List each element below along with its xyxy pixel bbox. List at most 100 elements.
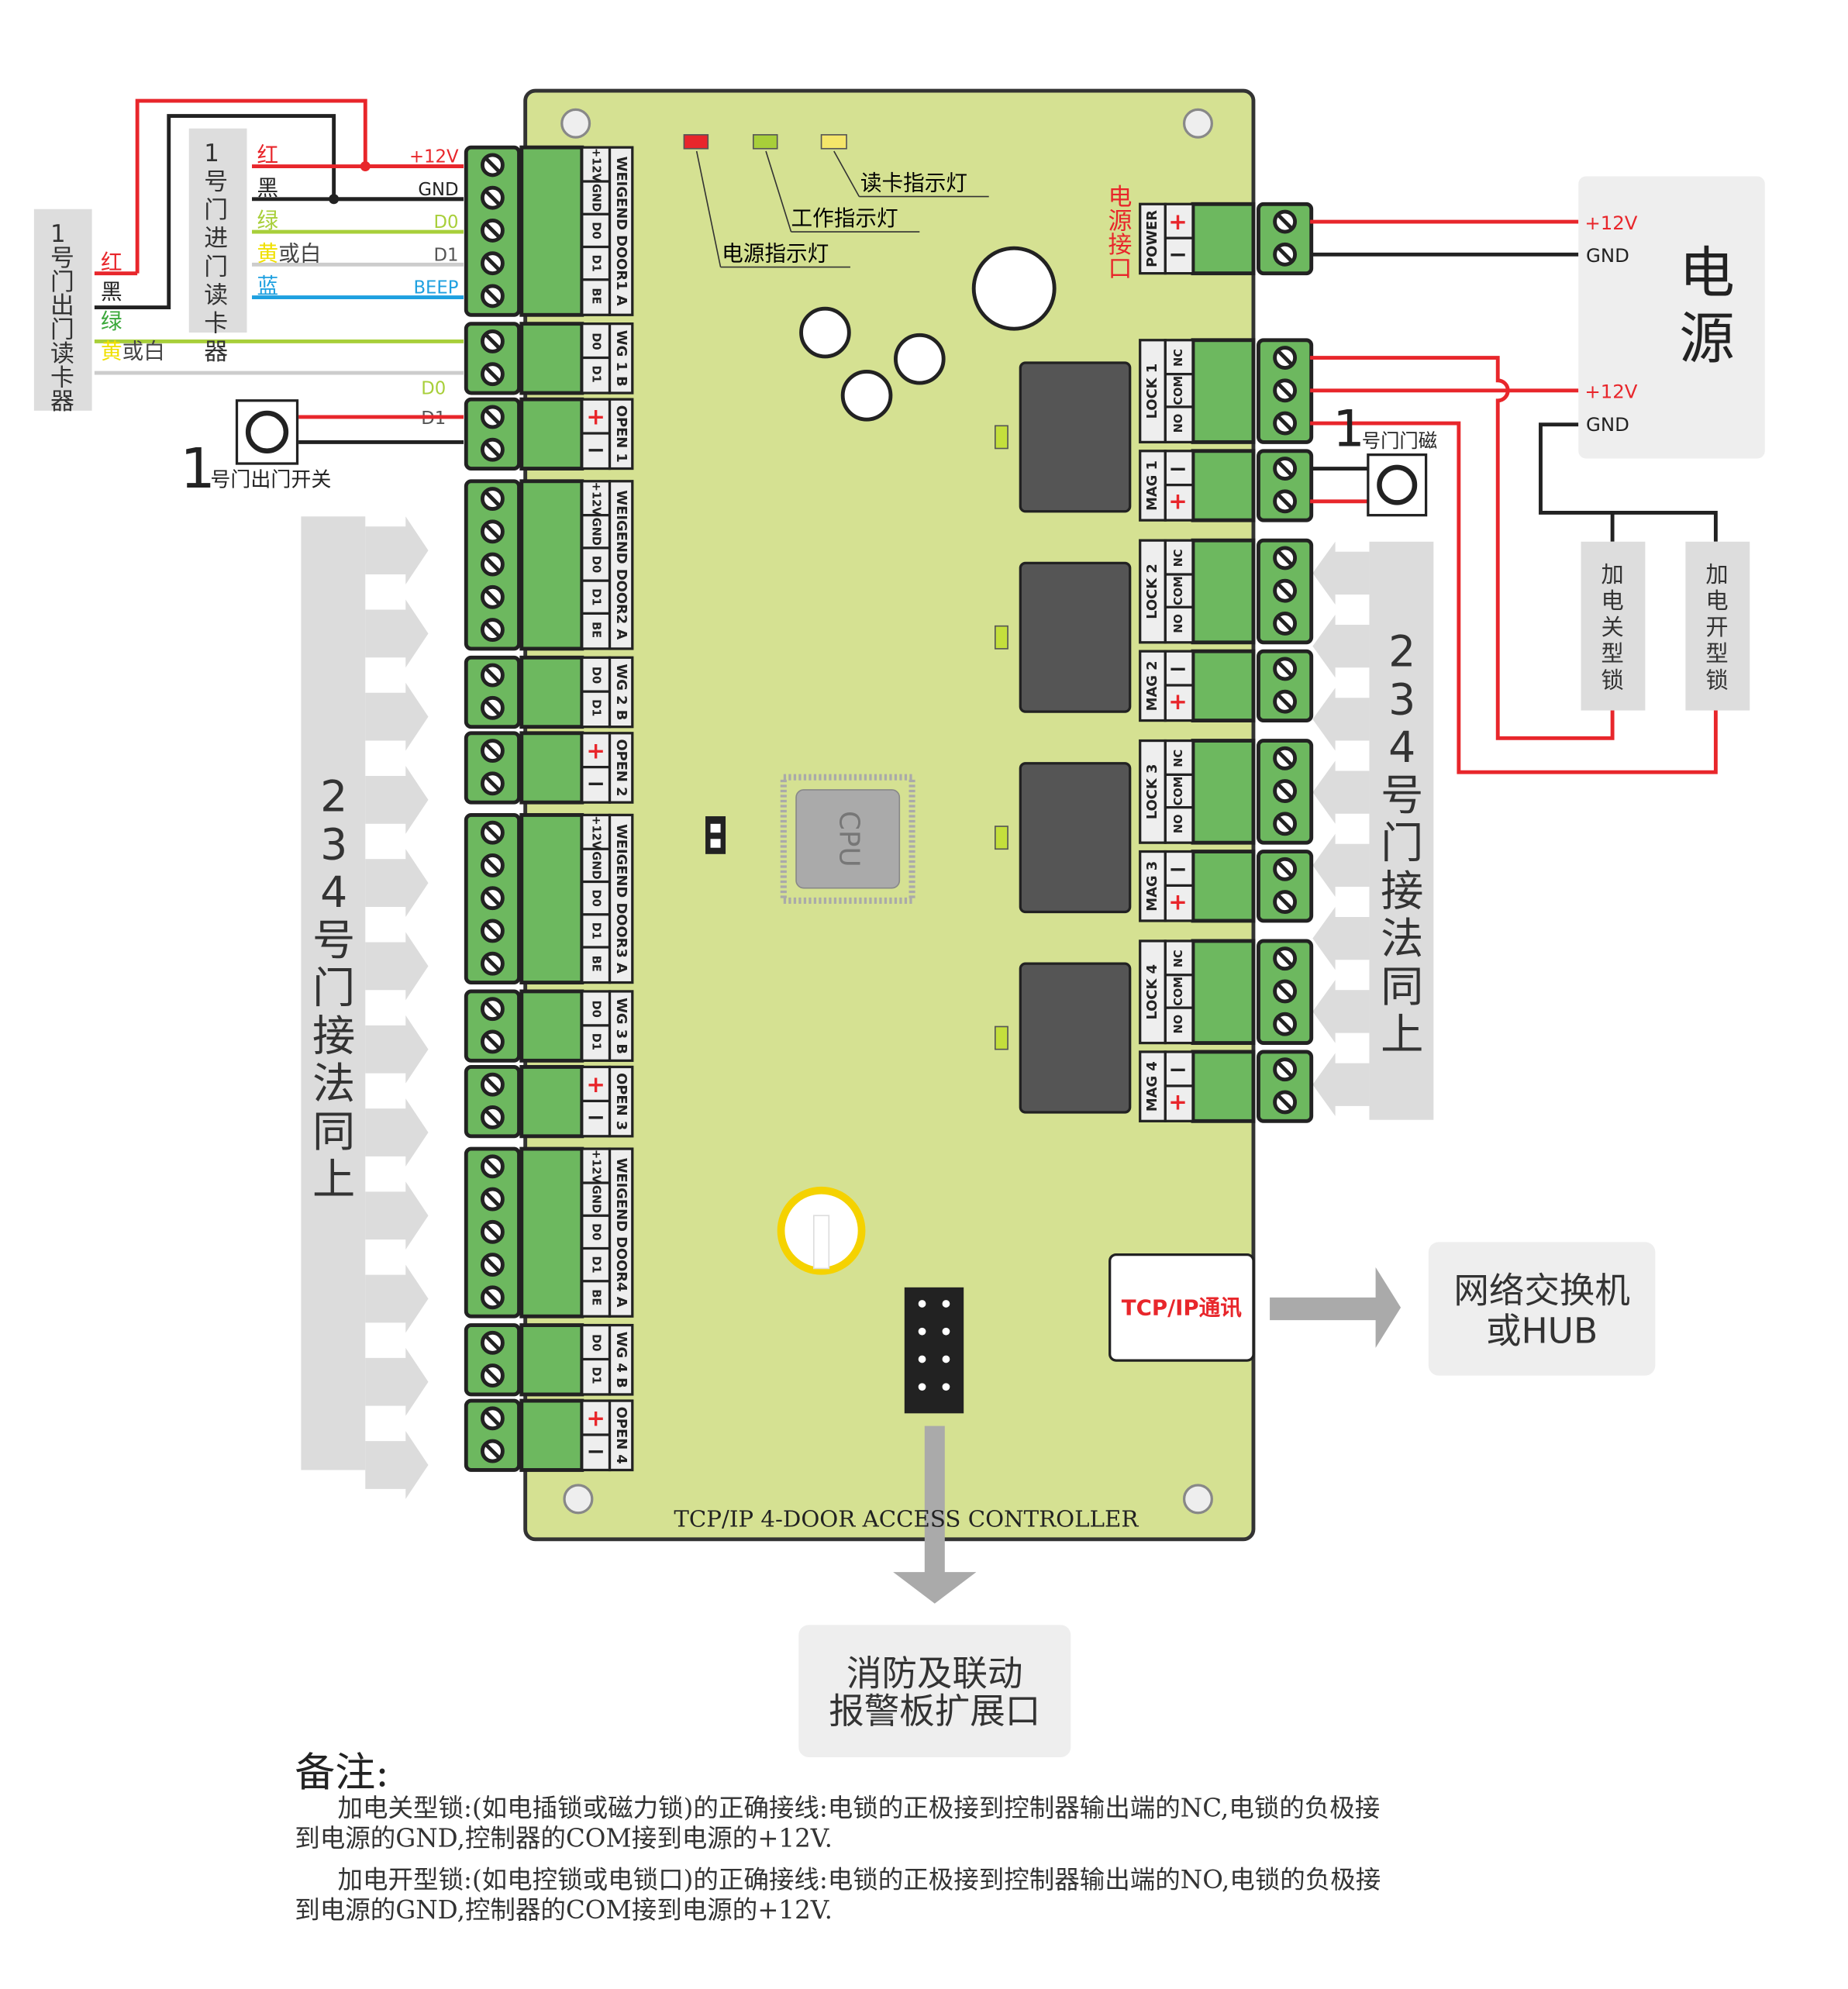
pin-label: NC [1172,349,1185,367]
plus-sign: + [1168,488,1188,515]
cpu-chip: CPU [780,774,915,904]
pin-label: D0 [590,1334,603,1351]
pin-label: NO [1172,814,1185,833]
block-title: WEIGEND DOOR4 A [613,1158,629,1308]
left-arrow-band [301,516,429,1499]
notes-p2b: 到电源的GND,控制器的COM接到电源的+12V. [295,1895,833,1925]
plus-sign: + [586,1405,605,1432]
minus-sign: − [1168,455,1188,481]
plus-sign: + [586,1071,605,1098]
minus-sign: − [1168,856,1188,882]
exit-button-number: 1 [180,436,215,501]
mounting-holes [560,108,1213,1515]
psu-plus12v-1: +12V [1584,212,1637,234]
down-arrow-icon [893,1425,977,1604]
block-title: WEIGEND DOOR2 A [613,490,629,639]
relay-4 [1019,962,1132,1114]
pin-label: NO [1172,1015,1185,1034]
exit-wire-color-label: 黑 [101,279,122,305]
entry-wire-color-label: 绿 [257,208,279,233]
fail-secure-lock-box [1581,541,1646,711]
block-title: OPEN 1 [613,405,629,463]
open-terminal-2: +−OPEN 2 [464,731,634,805]
read-led-label: 读卡指示灯 [860,170,967,195]
block-title: WEIGEND DOOR1 A [613,157,629,306]
pin-label: BE [590,1289,603,1305]
entry-wire-color-label: 黄或白 [257,240,322,266]
notes-p1b: 到电源的GND,控制器的COM接到电源的+12V. [295,1823,833,1853]
pin-label: D0 [590,333,603,350]
pin-label: D1 [590,922,603,939]
fail-safe-lock-box [1685,541,1750,711]
pin-label: NC [1172,950,1185,967]
minus-sign: − [586,1104,605,1130]
minus-sign: − [586,436,605,463]
minus-sign: − [1168,241,1188,267]
block-title: LOCK 1 [1144,364,1160,419]
block-title: POWER [1144,210,1160,267]
mag-terminal-3: −+MAG 3 [1139,850,1314,923]
pin-label: BE [590,622,603,638]
plus-sign: + [1168,688,1188,715]
psu-gnd-2: GND [1586,413,1629,436]
psu-gnd-1: GND [1586,244,1629,267]
notes-p1a: 加电关型锁:(如电插锁或磁力锁)的正确接线:电锁的正极接到控制器输出端的NC,电… [338,1793,1381,1822]
exit-button-label: 号门出门开关 [210,468,331,491]
entry-pin-label: BEEP [413,278,458,298]
block-title: OPEN 3 [613,1073,629,1130]
relay-2 [1019,561,1132,713]
relay-3 [1019,762,1132,914]
pin-label: D1 [590,254,603,271]
block-title: OPEN 4 [613,1407,629,1464]
fail-safe-lock-label: 加电开型锁 [1705,561,1728,694]
fire-line1: 消防及联动 [846,1653,1023,1694]
pin-label: +12V [590,815,603,850]
pin-label: GND [590,851,603,879]
pin-label: D1 [590,1367,603,1384]
notes-title: 备注: [295,1749,389,1796]
psu-title-2: 源 [1679,307,1735,371]
plus-sign: + [1168,1089,1188,1115]
exit-pin-label: D0 [421,379,446,399]
jumper [705,816,726,854]
minus-sign: − [586,770,605,797]
tcp-ip-port [1108,1253,1255,1362]
board-title: TCP/IP 4-DOOR ACCESS CONTROLLER [674,1506,1139,1532]
psu-plus12v-2: +12V [1584,381,1637,403]
right-arrow-band [1312,541,1434,1120]
pin-label: GND [590,184,603,212]
relay-led [995,826,1008,850]
pin-label: D0 [590,1001,603,1018]
network-line1: 网络交换机 [1453,1270,1630,1311]
pin-label: COM [1172,576,1185,605]
minus-sign: − [1168,656,1188,682]
block-title: LOCK 3 [1144,764,1160,820]
exit-wire-color-label: 黄或白 [101,338,165,364]
block-title: MAG 4 [1144,1061,1160,1112]
exit-button-icon[interactable] [235,399,299,465]
pin-label: BE [590,956,603,972]
door-sensor-number: 1 [1333,400,1364,458]
power-led-label: 电源指示灯 [722,240,829,266]
relay-led [995,1026,1008,1050]
plus-sign: + [586,737,605,764]
door-sensor-label: 号门门磁 [1362,429,1437,452]
pin-label: NO [1172,414,1185,433]
pin-label: D1 [590,1256,603,1273]
plus-sign: + [586,404,605,430]
block-title: WG 1 B [613,330,629,387]
pin-label: D0 [590,222,603,239]
pin-label: GND [590,518,603,546]
pin-label: GND [590,1185,603,1213]
block-title: LOCK 4 [1144,964,1160,1020]
mag-terminal-1: −+MAG 1 [1139,449,1314,522]
